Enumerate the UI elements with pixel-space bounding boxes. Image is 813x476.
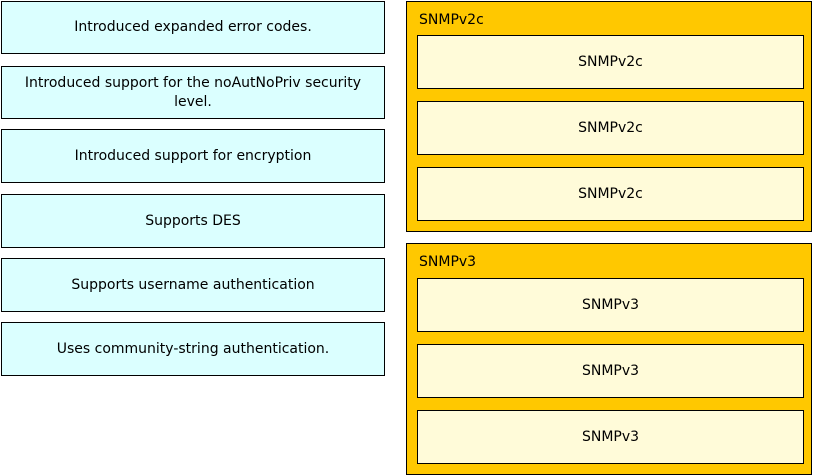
feature-item-label: Introduced expanded error codes. [74,19,312,35]
target-group-snmpv3: SNMPv3 SNMPv3 SNMPv3 SNMPv3 [406,243,812,475]
drop-slot-label: SNMPv2c [578,54,643,70]
drop-slot-snmpv3-3[interactable]: SNMPv3 [417,410,804,464]
feature-item-community-string[interactable]: Uses community-string authentication. [1,322,385,376]
feature-item-noauthnopriv[interactable]: Introduced support for the noAutNoPriv s… [1,66,385,119]
target-group-title: SNMPv2c [419,12,484,28]
drop-slot-label: SNMPv3 [581,297,640,313]
drop-slot-label: SNMPv2c [578,186,643,202]
drop-slot-label: SNMPv2c [578,120,643,136]
feature-item-username-auth[interactable]: Supports username authentication [1,258,385,312]
drop-slot-snmpv2c-3[interactable]: SNMPv2c [417,167,804,221]
feature-item-label: Introduced support for encryption [74,147,312,164]
feature-item-encryption[interactable]: Introduced support for encryption [1,129,385,183]
feature-item-label: Supports username authentication [71,276,315,293]
feature-item-label: Supports DES [145,212,241,229]
feature-item-label: Uses community-string authentication. [56,340,330,357]
drop-slot-label: SNMPv3 [581,429,640,445]
feature-item-label: Introduced support for the noAutNoPriv s… [24,74,362,110]
feature-item-expanded-error-codes[interactable]: Introduced expanded error codes. [1,1,385,54]
drop-slot-snmpv3-2[interactable]: SNMPv3 [417,344,804,398]
target-group-snmpv2c: SNMPv2c SNMPv2c SNMPv2c SNMPv2c [406,1,812,232]
feature-item-des[interactable]: Supports DES [1,194,385,248]
drop-slot-snmpv2c-1[interactable]: SNMPv2c [417,35,804,89]
drop-slot-snmpv2c-2[interactable]: SNMPv2c [417,101,804,155]
target-group-title: SNMPv3 [419,254,477,270]
drop-slot-label: SNMPv3 [581,363,640,379]
drop-slot-snmpv3-1[interactable]: SNMPv3 [417,278,804,332]
